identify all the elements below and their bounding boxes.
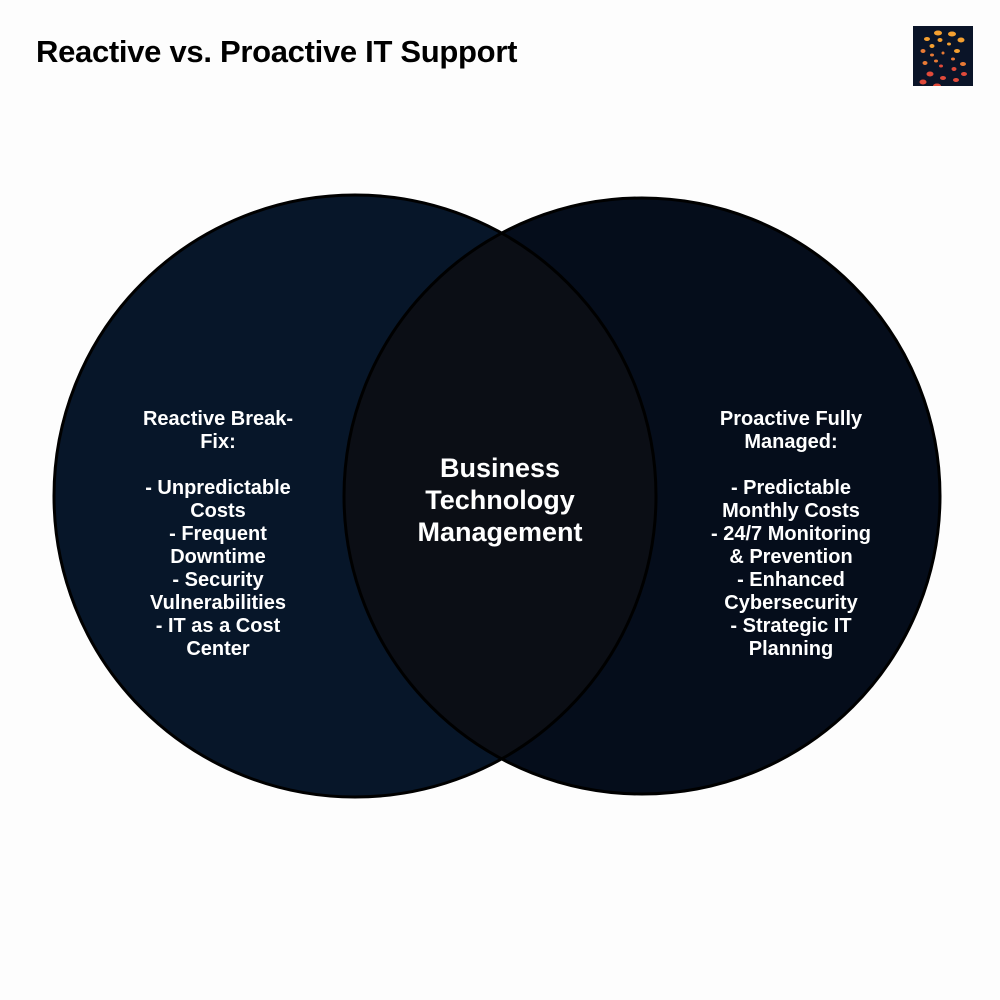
brand-logo xyxy=(913,26,973,89)
reactive-circle-outline xyxy=(52,193,658,799)
dotted-s-logo-icon xyxy=(919,30,967,89)
page-title: Reactive vs. Proactive IT Support xyxy=(36,34,518,69)
overlap-region xyxy=(344,198,656,794)
proactive-label: Proactive Fully Managed: - Predictable M… xyxy=(691,385,891,684)
proactive-circle-outline xyxy=(342,196,942,796)
proactive-heading: Proactive Fully Managed: xyxy=(719,408,863,453)
overlap-label: Business Technology Management xyxy=(417,453,583,547)
reactive-items: - Unpredictable Costs - Frequent Downtim… xyxy=(145,477,291,660)
reactive-label: Reactive Break- Fix: - Unpredictable Cos… xyxy=(118,385,318,684)
reactive-heading: Reactive Break- Fix: xyxy=(142,408,294,453)
proactive-items: - Predictable Monthly Costs - 24/7 Monit… xyxy=(711,477,871,660)
